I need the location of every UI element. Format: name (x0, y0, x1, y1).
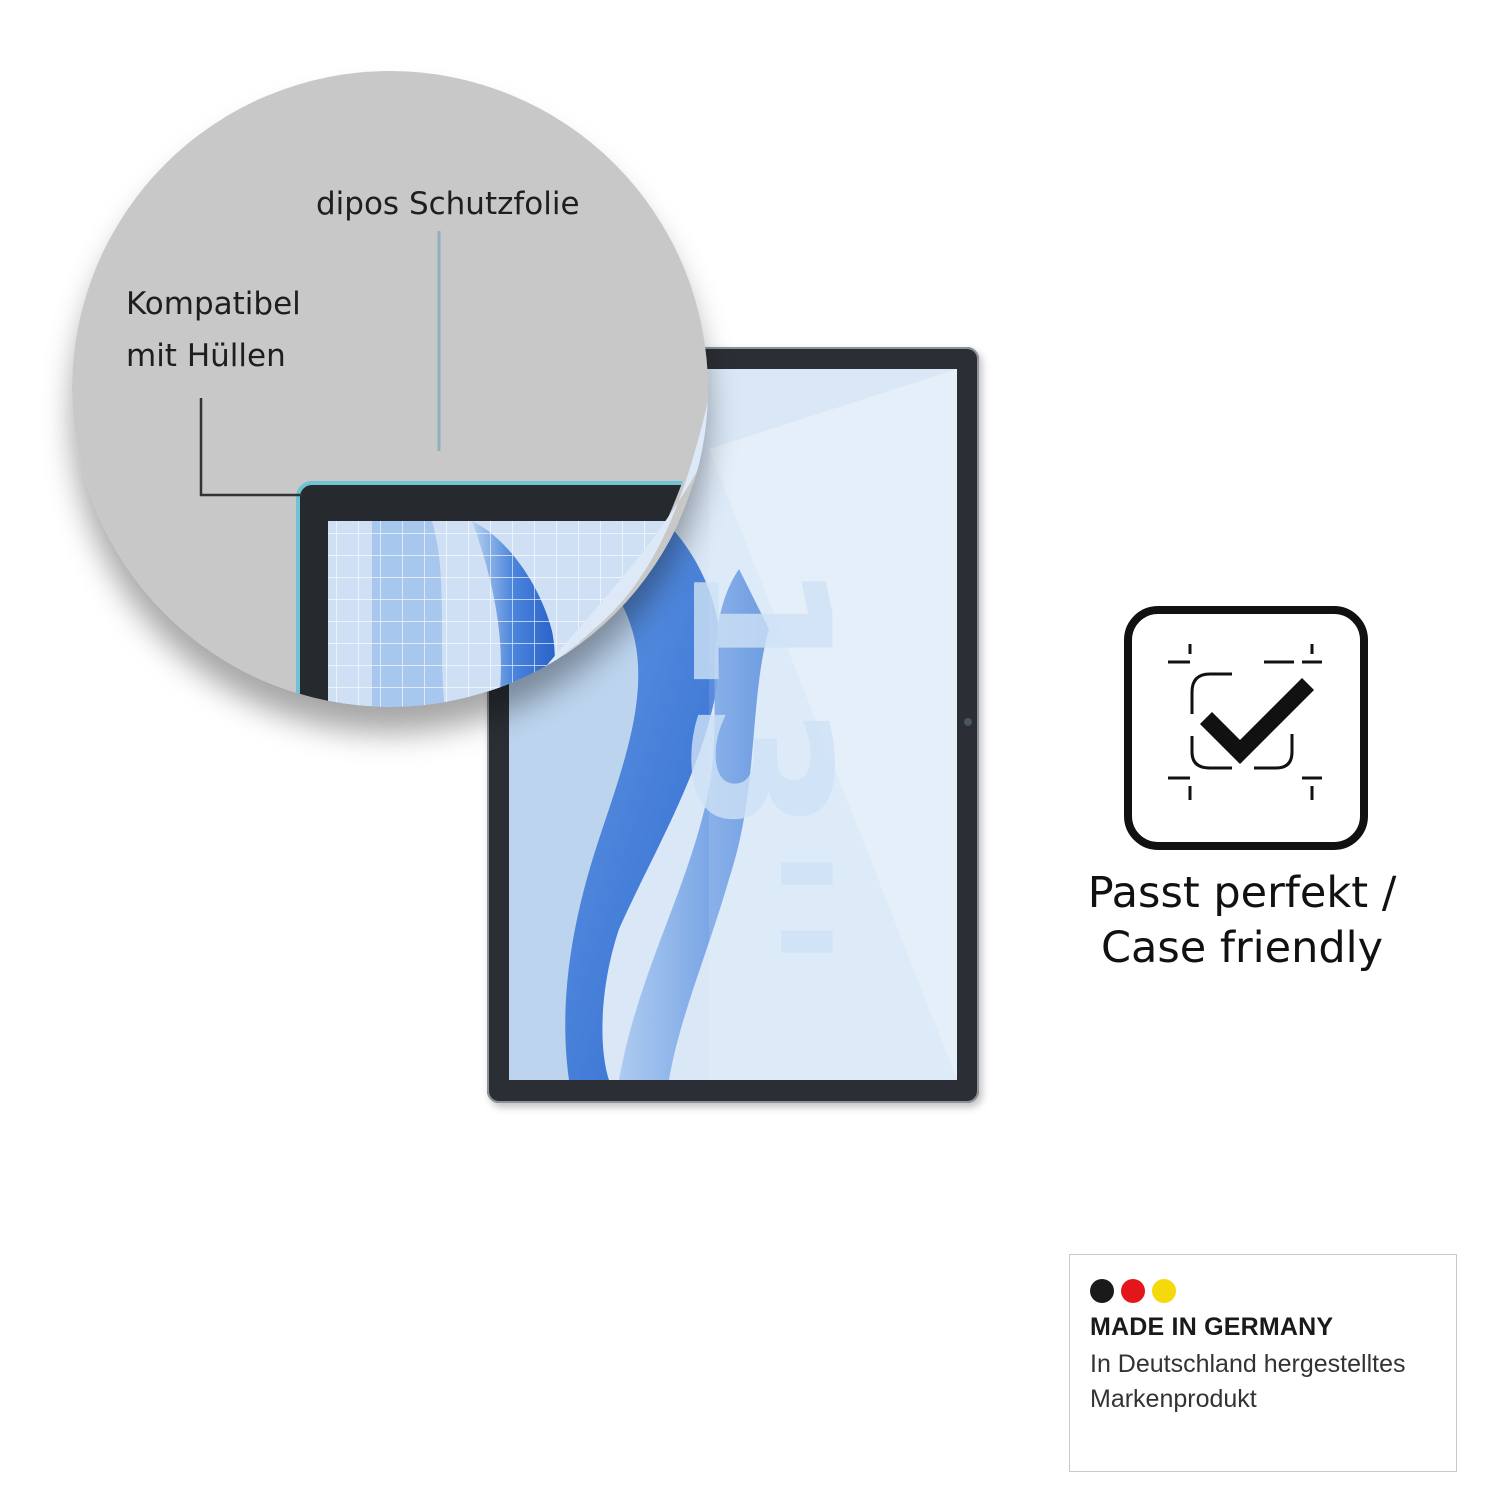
zoom-detail-graphic (199, 231, 708, 707)
front-camera (964, 718, 972, 726)
case-compat-label-line1: Kompatibel (126, 286, 301, 322)
badge-line1: In Deutschland hergestelltes (1090, 1350, 1406, 1378)
fit-caption-line1: Passt perfekt / (1087, 868, 1397, 918)
flag-dot-red (1121, 1279, 1145, 1303)
badge-title: MADE IN GERMANY (1090, 1313, 1334, 1341)
film-label: dipos Schutzfolie (316, 186, 580, 222)
check-in-frame-icon (1168, 644, 1322, 800)
fit-icon-box (1124, 606, 1368, 850)
fit-caption: Passt perfekt / Case friendly (1070, 866, 1414, 976)
badge-line2: Markenprodukt (1090, 1385, 1257, 1413)
fit-caption-line2: Case friendly (1100, 923, 1384, 973)
flag-dot-black (1090, 1279, 1114, 1303)
case-compat-label-line2: mit Hüllen (126, 338, 286, 374)
screen-size-label: 13'' (649, 560, 870, 981)
flag-dot-yellow (1152, 1279, 1176, 1303)
zoom-circle (72, 71, 708, 707)
tablet-screen (509, 369, 957, 1080)
